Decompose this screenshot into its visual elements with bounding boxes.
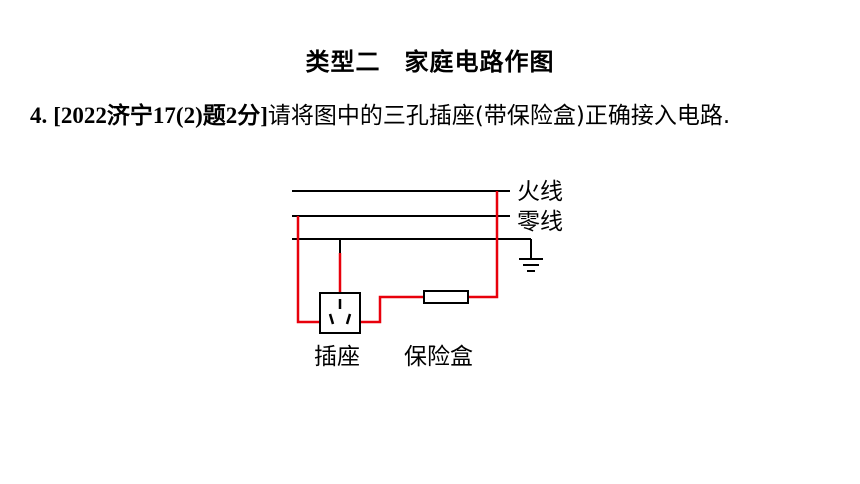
socket-to-fuse-connection	[360, 295, 424, 324]
socket-right-slot	[345, 313, 352, 325]
socket-left-slot	[328, 313, 335, 325]
section-type-label: 类型二	[305, 48, 381, 76]
question-source: [2022济宁17(2)题2分]	[53, 103, 268, 128]
three-pin-socket	[319, 292, 361, 334]
section-title: 类型二家庭电路作图	[0, 42, 860, 77]
fuse-box-label: 保险盒	[404, 344, 473, 370]
question-body: 请将图中的三孔插座(带保险盒)正确接入电路.	[267, 103, 731, 129]
fuse-box	[423, 290, 469, 304]
question-text: 4.[2022济宁17(2)题2分]请将图中的三孔插座(带保险盒)正确接入电路.	[30, 96, 730, 130]
question-number: 4.	[30, 103, 48, 128]
section-topic: 家庭电路作图	[404, 48, 555, 76]
answer-connections	[296, 191, 499, 324]
neutral-wire-label: 零线	[517, 209, 563, 235]
live-connection	[468, 191, 499, 299]
live-wire-label: 火线	[517, 179, 563, 205]
ground-symbol	[519, 239, 543, 272]
socket-label: 插座	[314, 344, 360, 370]
neutral-connection	[296, 216, 320, 324]
